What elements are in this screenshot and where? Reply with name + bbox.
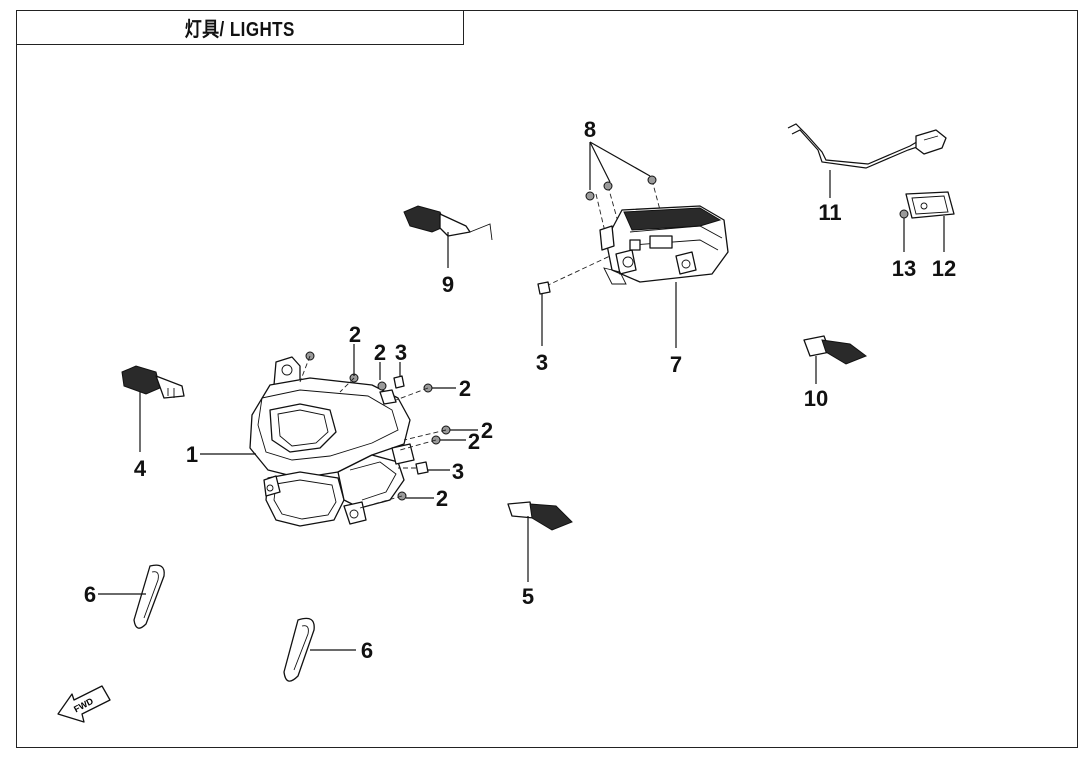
turn-signal-5 [507,501,573,531]
callout-7: 7 [670,352,682,377]
callout-2-d: 2 [481,418,493,443]
diagram-frame [16,10,1078,748]
leader-lines [98,141,945,651]
callout-10: 10 [804,386,828,411]
license-light-harness [787,123,947,169]
callout-2-b: 2 [374,340,386,365]
callout-6-right: 6 [361,638,373,663]
nut-13 [899,209,909,219]
headlight-screws [305,351,451,501]
callout-3-b: 3 [395,340,407,365]
callout-3-tail: 3 [536,350,548,375]
callout-2-c: 2 [459,376,471,401]
reflector-6-right [283,617,315,682]
callout-9: 9 [442,272,454,297]
clip-3-tail [537,281,551,295]
callout-13: 13 [892,256,916,281]
callout-2-e: 2 [468,429,480,454]
reflector-6-left [133,564,165,629]
turn-signal-4 [121,365,185,399]
turn-signal-9 [403,205,493,241]
tail-light [599,205,729,285]
callout-6-left: 6 [84,582,96,607]
callout-2-a: 2 [349,322,361,347]
turn-signal-10 [803,335,868,365]
callout-labels: 8 11 12 13 9 3 7 10 4 1 2 2 3 2 2 2 3 2 … [84,117,956,663]
headlight-assembly [249,356,415,527]
title-box: 灯具/ LIGHTS [16,10,464,45]
callout-11: 11 [818,200,841,225]
fwd-arrow-icon: FWD [57,685,111,723]
tail-light-screws [585,175,657,201]
page-title: 灯具/ LIGHTS [184,19,296,41]
callout-2-f: 2 [436,486,448,511]
callout-5: 5 [522,584,534,609]
callout-8: 8 [584,117,596,142]
callout-1: 1 [186,442,198,467]
callout-3-c: 3 [452,459,464,484]
license-light-lens [905,191,955,219]
assembly-dash-lines [299,179,661,509]
callout-12: 12 [932,256,956,281]
callout-4: 4 [134,456,147,481]
